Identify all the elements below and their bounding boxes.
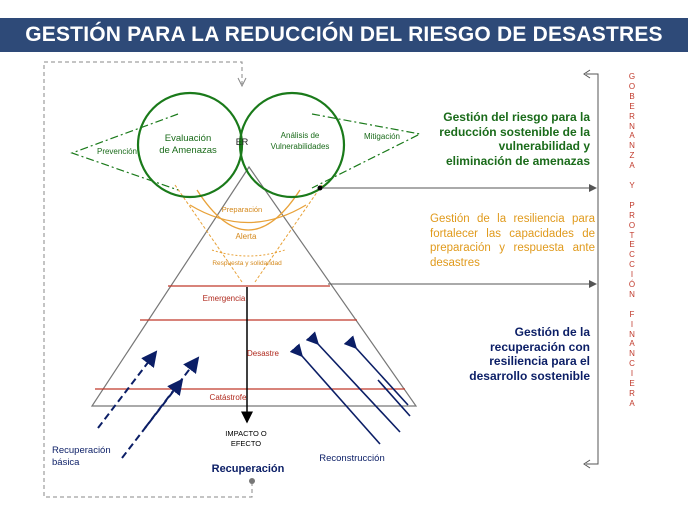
circle-amenazas xyxy=(136,91,244,199)
text-gestion-recuperacion: Gestión de la recuperación con resilienc… xyxy=(469,325,590,383)
vertical-letter: B xyxy=(629,91,635,101)
vertical-letter: R xyxy=(629,210,635,220)
cycle-frame xyxy=(43,61,253,498)
label-prevencion: Prevención xyxy=(97,147,137,156)
vertical-letter: O xyxy=(628,220,636,230)
vertical-letter: Ó xyxy=(628,280,636,290)
label-mitigacion: Mitigación xyxy=(364,132,400,141)
vertical-letter: A xyxy=(629,398,635,408)
page-title: GESTIÓN PARA LA REDUCCIÓN DEL RIESGO DE … xyxy=(0,18,688,52)
vertical-letter xyxy=(624,191,640,201)
label-respuesta: Respuesta y solidaridad xyxy=(212,260,282,267)
cycle-dot xyxy=(249,478,255,484)
label-recuperacion: Recuperación xyxy=(212,463,285,475)
label-catastrofe: Catástrofe xyxy=(210,393,247,402)
resilience-funnel xyxy=(174,184,323,283)
label-desastre: Desastre xyxy=(247,349,280,358)
vertical-letter: A xyxy=(629,131,635,141)
vertical-letter xyxy=(624,171,640,181)
vertical-letter: I xyxy=(630,369,634,379)
vertical-letter: R xyxy=(629,389,635,398)
vertical-letter: N xyxy=(629,141,635,151)
vertical-letter: T xyxy=(629,230,635,240)
vertical-letter: A xyxy=(629,161,635,171)
label-preparacion: Preparación xyxy=(222,205,262,214)
right-bracket xyxy=(586,73,599,465)
vertical-letter: E xyxy=(629,101,635,111)
vertical-letter: O xyxy=(628,81,636,91)
vertical-letter: N xyxy=(629,289,635,299)
vertical-letter: N xyxy=(629,349,635,359)
text-gestion-resiliencia: Gestión de la resiliencia para fortalece… xyxy=(430,213,595,269)
vertical-letter xyxy=(624,300,640,310)
vertical-letter: Y xyxy=(629,180,635,190)
label-emergencia: Emergencia xyxy=(203,294,246,303)
vertical-letter: A xyxy=(629,339,635,349)
vertical-letter: N xyxy=(629,329,635,339)
green-wings xyxy=(70,113,422,191)
vertical-letter: P xyxy=(629,200,635,210)
vertical-letter: F xyxy=(629,309,635,319)
vertical-letter: C xyxy=(629,250,635,260)
label-reconstruccion: Reconstrucción xyxy=(319,453,384,464)
vertical-letter: E xyxy=(629,240,635,250)
vertical-letter: R xyxy=(629,111,635,121)
circle-vulnerabilidades xyxy=(238,91,346,199)
vertical-letter: I xyxy=(630,319,634,329)
vertical-letter: E xyxy=(629,379,635,389)
vertical-letter: N xyxy=(629,121,635,131)
text-gestion-riesgo: Gestión del riesgo para la reducción sos… xyxy=(439,110,590,168)
vertical-letter: Z xyxy=(629,151,635,161)
vertical-letter: G xyxy=(628,72,636,81)
basic-recovery-arrows xyxy=(97,350,200,459)
vertical-letter: C xyxy=(629,359,635,369)
vertical-letter: I xyxy=(630,270,634,280)
label-alerta: Alerta xyxy=(236,232,257,241)
vertical-letter: C xyxy=(629,260,635,270)
label-er: ER xyxy=(236,137,249,147)
reconstruction-arrows xyxy=(289,331,411,445)
